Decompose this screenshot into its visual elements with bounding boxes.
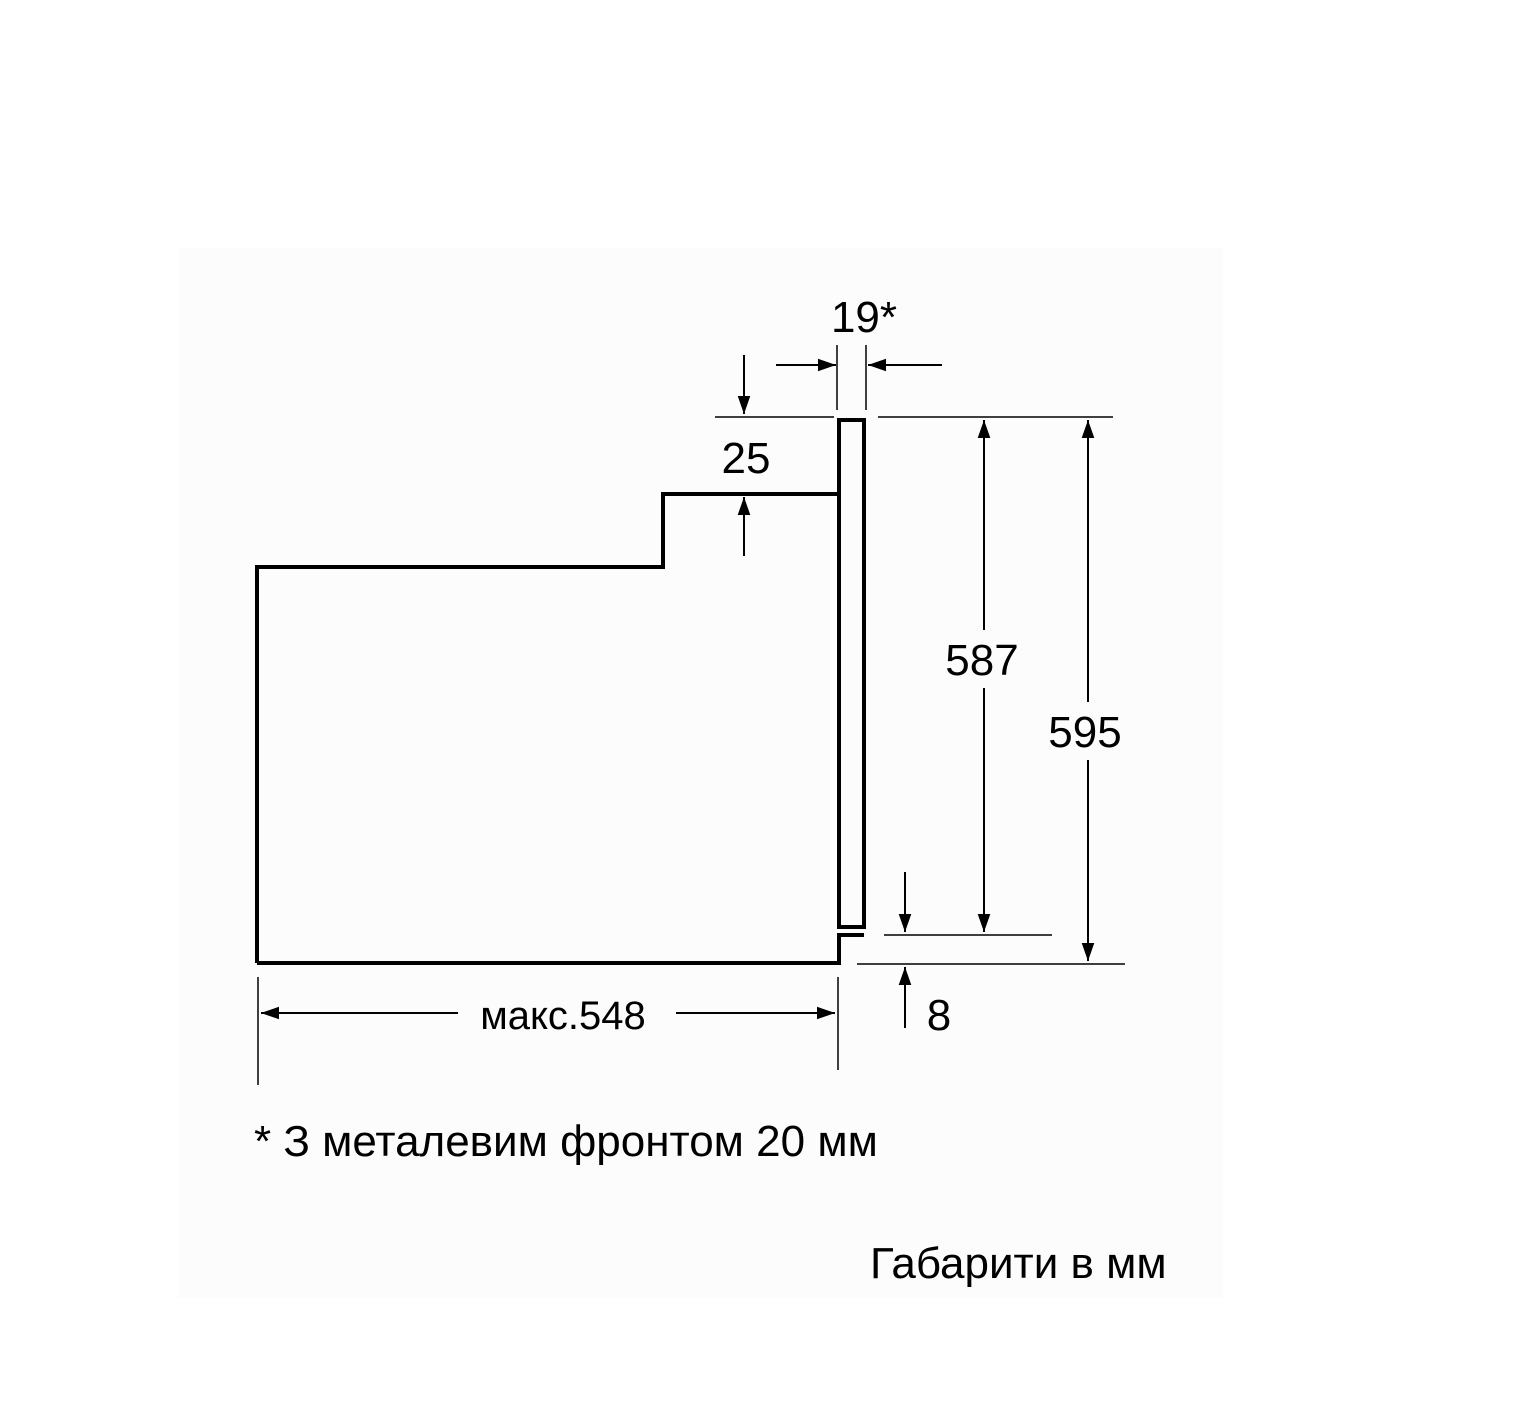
label-door-thickness: 19*	[831, 293, 897, 342]
label-bottom-offset: 8	[927, 991, 951, 1040]
drawing-panel	[178, 248, 1223, 1298]
label-front-height: 587	[945, 636, 1018, 685]
units-note: Габарити в мм	[870, 1239, 1167, 1288]
label-top-step: 25	[722, 434, 771, 483]
oven-body-bottom	[257, 933, 864, 965]
oven-body-outline	[255, 492, 839, 963]
label-max-depth: макс.548	[480, 994, 646, 1038]
footnote: * З металевим фронтом 20 мм	[254, 1117, 878, 1166]
extension-lines	[257, 345, 1125, 1085]
oven-front-panel	[837, 418, 866, 929]
dimension-arrows	[261, 355, 1095, 1028]
label-total-height: 595	[1048, 708, 1121, 757]
